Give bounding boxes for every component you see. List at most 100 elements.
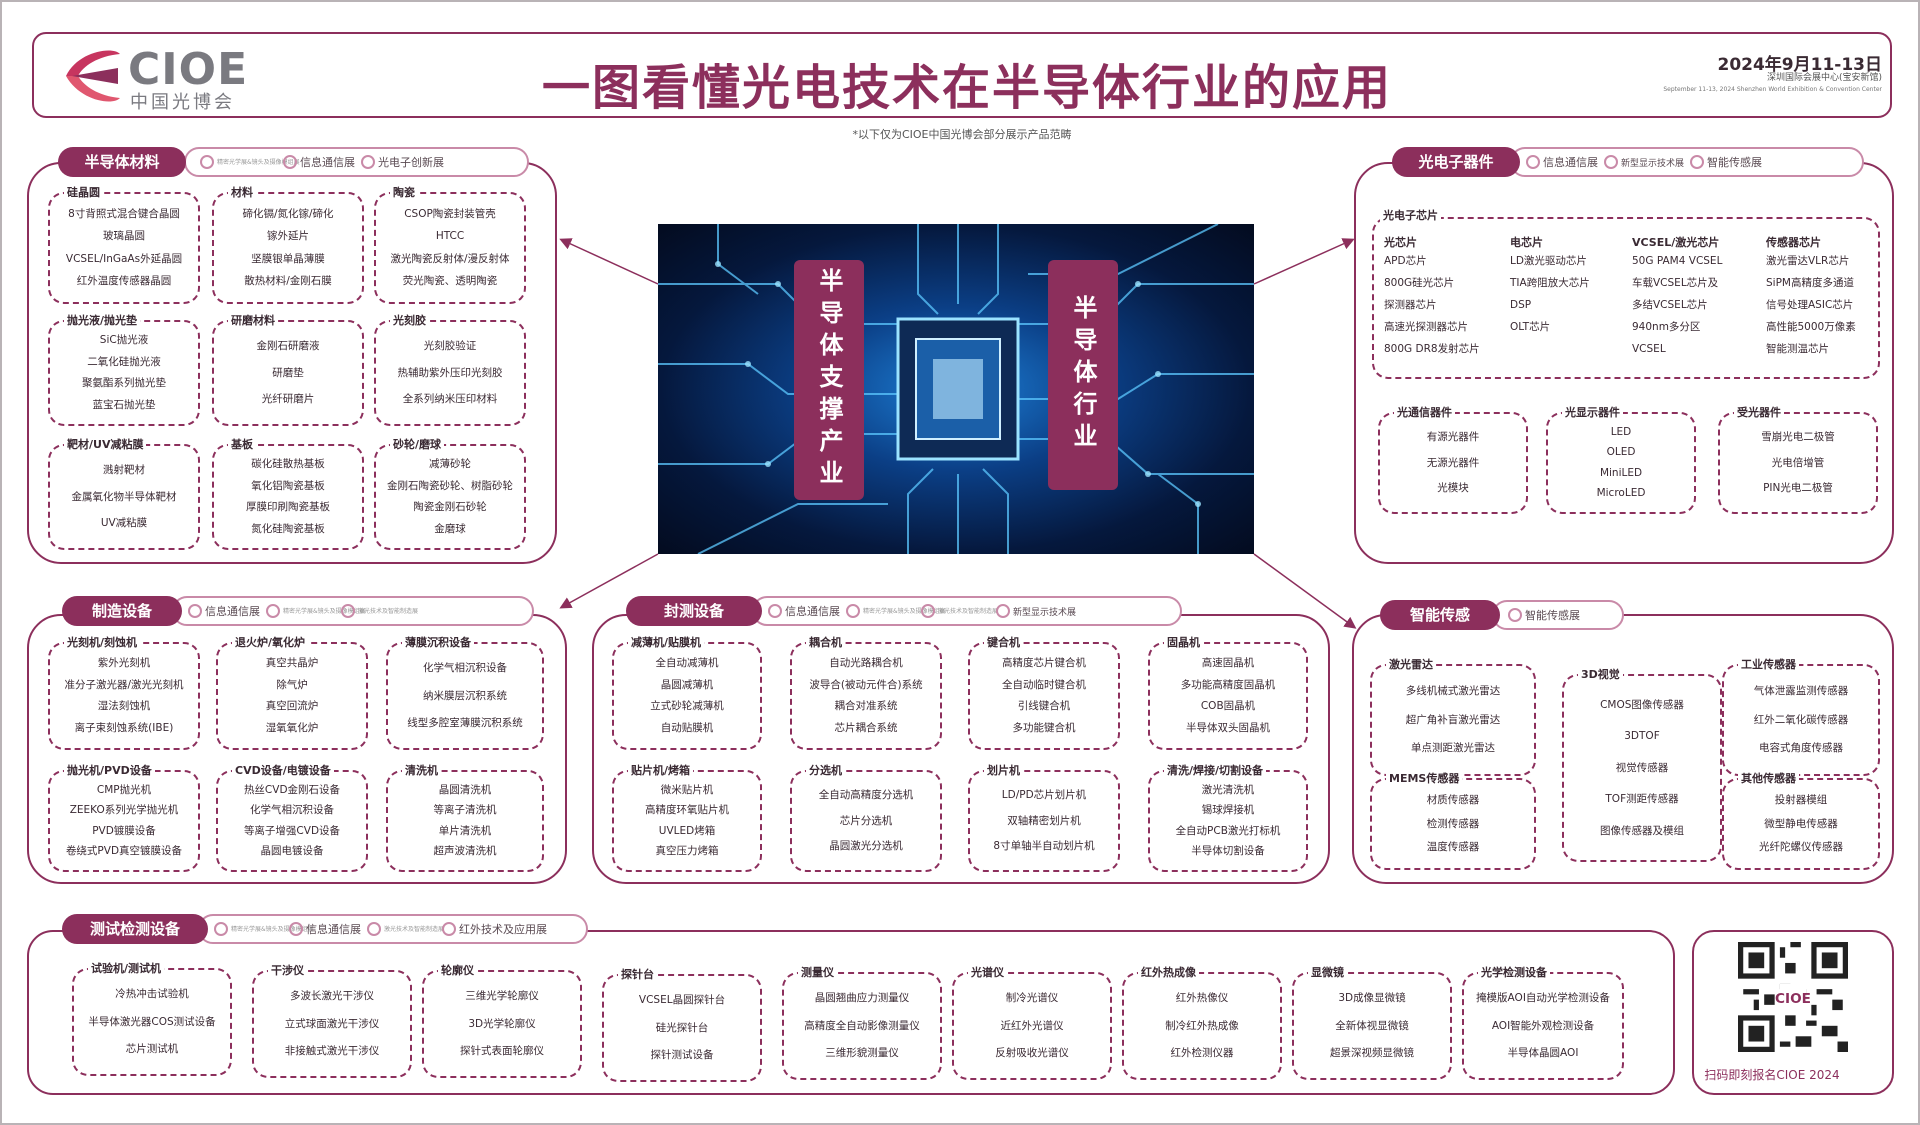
- product-item: CMOS图像传感器: [1600, 698, 1684, 711]
- chip-item: 信号处理ASIC芯片: [1766, 299, 1854, 311]
- chip-item: 激光雷达VLR芯片: [1766, 255, 1850, 267]
- product-item: PIN光电二极管: [1763, 482, 1833, 495]
- product-item: 晶圆减薄机: [660, 678, 714, 691]
- product-group: 碲化镉/氮化镓/碲化镓外延片坚膜银单晶薄膜散热材料/金刚石膜: [212, 192, 364, 304]
- tag-precision: 精密光学展&镜头及摄像模组展: [846, 604, 946, 618]
- group-label: 退火炉/氧化炉: [232, 634, 309, 650]
- product-item: 微型静电传感器: [1764, 817, 1838, 830]
- chip-item: 探测器芯片: [1384, 299, 1437, 311]
- exhibit-icon: [1690, 155, 1705, 169]
- product-item: 检测传感器: [1426, 817, 1480, 830]
- product-item: CSOP陶瓷封装管壳: [404, 207, 496, 220]
- event-date: 2024年9月11-13日: [1717, 55, 1882, 75]
- tagbar-opto: 信息通信展 新型显示技术展 智能传感展: [1510, 147, 1864, 177]
- chip-item: 高性能5000万像素: [1766, 321, 1856, 333]
- group-label: 显微镜: [1308, 964, 1347, 980]
- product-item: 研磨垫: [272, 366, 304, 379]
- tagbar-manufacture: 信息通信展 精密光学展&镜头及摄像模组展 激光技术及智能制造展: [172, 596, 534, 626]
- tag-comm: 信息通信展: [1526, 154, 1598, 170]
- product-item: 光纤研磨片: [261, 393, 315, 406]
- group-label: 测量仪: [798, 964, 837, 980]
- chip-item: TIA跨阻放大芯片: [1510, 277, 1590, 289]
- product-item: 超声波清洗机: [433, 845, 497, 858]
- product-group: 多线机械式激光雷达超广角补盲激光雷达单点测距激光雷达: [1370, 664, 1536, 776]
- exhibit-icon: [921, 604, 935, 618]
- group-label: 固晶机: [1164, 634, 1203, 650]
- product-group: 掩模版AOI自动光学检测设备 AOI智能外观检测设备半导体晶圆AOI: [1462, 972, 1624, 1080]
- product-item: 激光清洗机: [1201, 783, 1255, 796]
- product-item: 碳化硅散热基板: [251, 458, 325, 471]
- exhibit-icon: [266, 604, 280, 618]
- group-label: 工业传感器: [1738, 656, 1799, 672]
- chip-column-title: 光芯片: [1384, 236, 1417, 249]
- product-group: 晶圆翘曲应力测量仪高精度全自动影像测量仪三维形貌测量仪: [782, 972, 942, 1080]
- product-item: 掩模版AOI自动光学检测设备: [1476, 992, 1610, 1005]
- product-item: 红外二氧化碳传感器: [1753, 713, 1849, 726]
- product-group: 制冷光谱仪近红外光谱仪反射吸收光谱仪: [952, 972, 1112, 1080]
- product-item: SiC抛光液: [99, 334, 149, 347]
- group-label: 清洗机: [402, 762, 441, 778]
- product-group: 气体泄露监测传感器红外二氧化碳传感器电容式角度传感器: [1722, 664, 1880, 776]
- product-item: 半导体晶圆AOI: [1507, 1046, 1579, 1059]
- banner-support-industry: 半导体支撑产业: [794, 260, 864, 500]
- product-item: 耦合对准系统: [834, 700, 898, 713]
- panel-title-opto: 光电子器件: [1392, 147, 1520, 177]
- product-item: 金属氧化物半导体靶材: [71, 490, 177, 503]
- group-label: 光刻机/刻蚀机: [64, 634, 141, 650]
- tag-comm: 信息通信展: [289, 921, 361, 937]
- product-item: 制冷红外热成像: [1165, 1019, 1239, 1032]
- product-item: 芯片测试机: [125, 1042, 179, 1055]
- product-item: 超景深视频显微镜: [1330, 1046, 1414, 1059]
- group-label: 抛光机/PVD设备: [64, 762, 155, 778]
- product-item: 探针测试设备: [650, 1048, 714, 1061]
- group-label: 光学检测设备: [1478, 964, 1550, 980]
- exhibit-icon: [289, 922, 303, 936]
- chip-item: 智能测温芯片: [1766, 343, 1829, 355]
- cioe-logo-icon: [66, 50, 120, 102]
- product-item: 红外检测仪器: [1170, 1046, 1234, 1059]
- group-label: 薄膜沉积设备: [402, 634, 474, 650]
- product-item: 金刚石研磨液: [256, 339, 320, 352]
- group-label: 研磨材料: [228, 312, 278, 328]
- product-item: 全自动临时键合机: [1002, 678, 1086, 691]
- tagbar-packaging: 信息通信展 精密光学展&镜头及摄像模组展 激光技术及智能制造展 新型显示技术展: [752, 596, 1182, 626]
- product-item: HTCC: [435, 230, 465, 243]
- product-item: 光电倍增管: [1771, 456, 1825, 469]
- product-item: 8寸背照式混合键合晶圆: [68, 207, 180, 220]
- product-item: LED: [1610, 425, 1632, 438]
- product-item: 化学气相沉积设备: [423, 662, 507, 675]
- product-item: 制冷光谱仪: [1005, 992, 1059, 1005]
- chip-item: DSP: [1510, 299, 1532, 311]
- product-item: 自动光路耦合机: [829, 656, 903, 669]
- group-label: 靶材/UV减粘膜: [64, 436, 147, 452]
- product-item: 双轴精密划片机: [1007, 814, 1081, 827]
- product-item: 全自动PCB激光打标机: [1175, 824, 1281, 837]
- qr-caption: 扫码即刻报名CIOE 2024: [1704, 1068, 1840, 1082]
- group-label: 试验机/测试机: [88, 960, 165, 976]
- product-item: 晶圆激光分选机: [829, 840, 903, 853]
- product-item: 溅射靶材: [103, 463, 145, 476]
- product-item: PVD镀膜设备: [92, 824, 156, 837]
- product-item: AOI智能外观检测设备: [1491, 1019, 1595, 1032]
- product-item: 自动贴膜机: [660, 722, 714, 735]
- product-item: 晶圆清洗机: [438, 783, 492, 796]
- product-item: 除气炉: [276, 678, 308, 691]
- product-group: 自动光路耦合机波导合(被动元件合)系统耦合对准系统芯片耦合系统: [790, 642, 942, 750]
- qr-code-icon[interactable]: CIOE: [1738, 942, 1848, 1052]
- product-item: 厚膜印刷陶瓷基板: [246, 501, 330, 514]
- tag-comm: 信息通信展: [768, 603, 840, 619]
- product-group: SiC抛光液二氧化硅抛光液聚氨酯系列抛光垫蓝宝石抛光垫: [48, 320, 200, 426]
- chip-item: 50G PAM4 VCSEL: [1632, 255, 1723, 267]
- product-item: 等离子清洗机: [433, 804, 497, 817]
- exhibit-icon: [996, 604, 1010, 618]
- group-label: 贴片机/烤箱: [628, 762, 694, 778]
- chip-item: 车载VCSEL芯片及: [1632, 277, 1719, 289]
- product-item: 玻璃晶圆: [103, 230, 145, 243]
- product-item: 高精度芯片键合机: [1002, 656, 1086, 669]
